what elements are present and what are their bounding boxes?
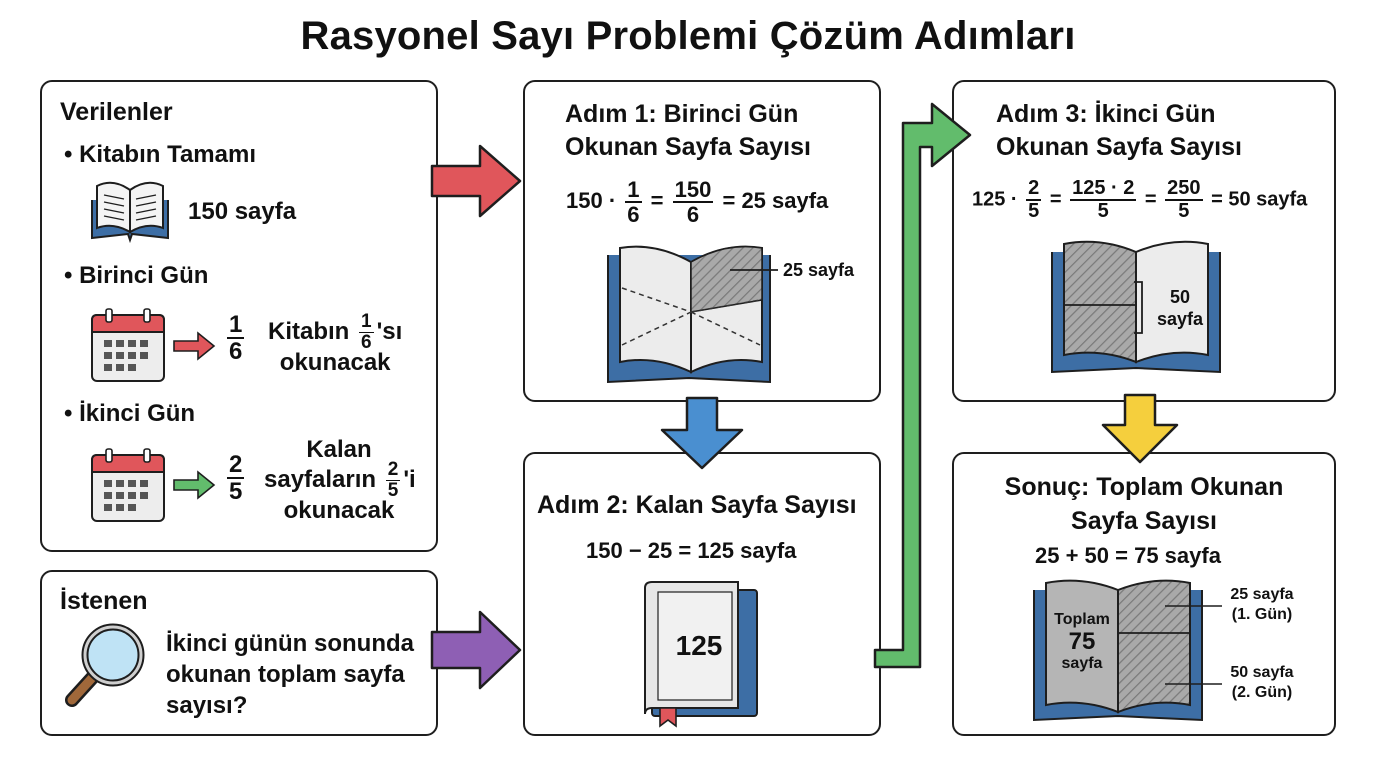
asked-heading: İstenen xyxy=(60,587,148,615)
magnifier-icon xyxy=(65,623,145,707)
result-open-book xyxy=(1033,579,1222,722)
step2-book-label: 125 xyxy=(675,630,723,661)
step3-label: 50 sayfa xyxy=(1156,287,1204,329)
given-item3-label: İkinci Gün xyxy=(64,400,195,428)
calendar-icon xyxy=(91,448,165,522)
step3-title: Adım 3: İkinci Gün Okunan Sayfa Sayısı xyxy=(996,100,1242,161)
closed-book-icon xyxy=(644,581,758,728)
given-item1-label: Kitabın Tamamı xyxy=(64,141,256,169)
yellow-arrow xyxy=(1101,393,1179,464)
step2-equation: 150 − 25 = 125 sayfa xyxy=(586,538,797,563)
result-book-total: Toplam 75 sayfa xyxy=(1054,611,1110,672)
result-title: Sonuç: Toplam Okunan Sayfa Sayısı xyxy=(1004,473,1284,535)
step3-open-book xyxy=(1051,240,1221,374)
given-item2-label: Birinci Gün xyxy=(64,262,208,290)
open-book-icon xyxy=(91,181,169,244)
step2-title: Adım 2: Kalan Sayfa Sayısı xyxy=(537,491,857,519)
page-title: Rasyonel Sayı Problemi Çözüm Adımları xyxy=(300,14,1076,58)
result-equation: 25 + 50 = 75 sayfa xyxy=(1035,543,1221,568)
calendar-icon xyxy=(91,308,165,382)
given-item1-value: 150 sayfa xyxy=(188,198,297,225)
bookmark-icon xyxy=(659,707,677,728)
step1-label: 25 sayfa xyxy=(783,260,855,280)
purple-arrow xyxy=(430,610,522,690)
step1-open-book xyxy=(607,245,778,384)
step3-panel xyxy=(952,80,1336,402)
green-arrow xyxy=(873,102,972,669)
result-label-day2: 50 sayfa (2. Gün) xyxy=(1230,664,1294,701)
small-green-arrow xyxy=(173,470,216,500)
blue-arrow xyxy=(660,396,744,470)
small-red-arrow xyxy=(173,331,216,361)
red-arrow xyxy=(430,144,522,218)
result-label-day1: 25 sayfa (1. Gün) xyxy=(1230,586,1294,623)
step1-title: Adım 1: Birinci Gün Okunan Sayfa Sayısı xyxy=(565,100,811,161)
given-heading: Verilenler xyxy=(60,98,173,126)
asked-question: İkinci günün sonunda okunan toplam sayfa… xyxy=(166,630,414,719)
